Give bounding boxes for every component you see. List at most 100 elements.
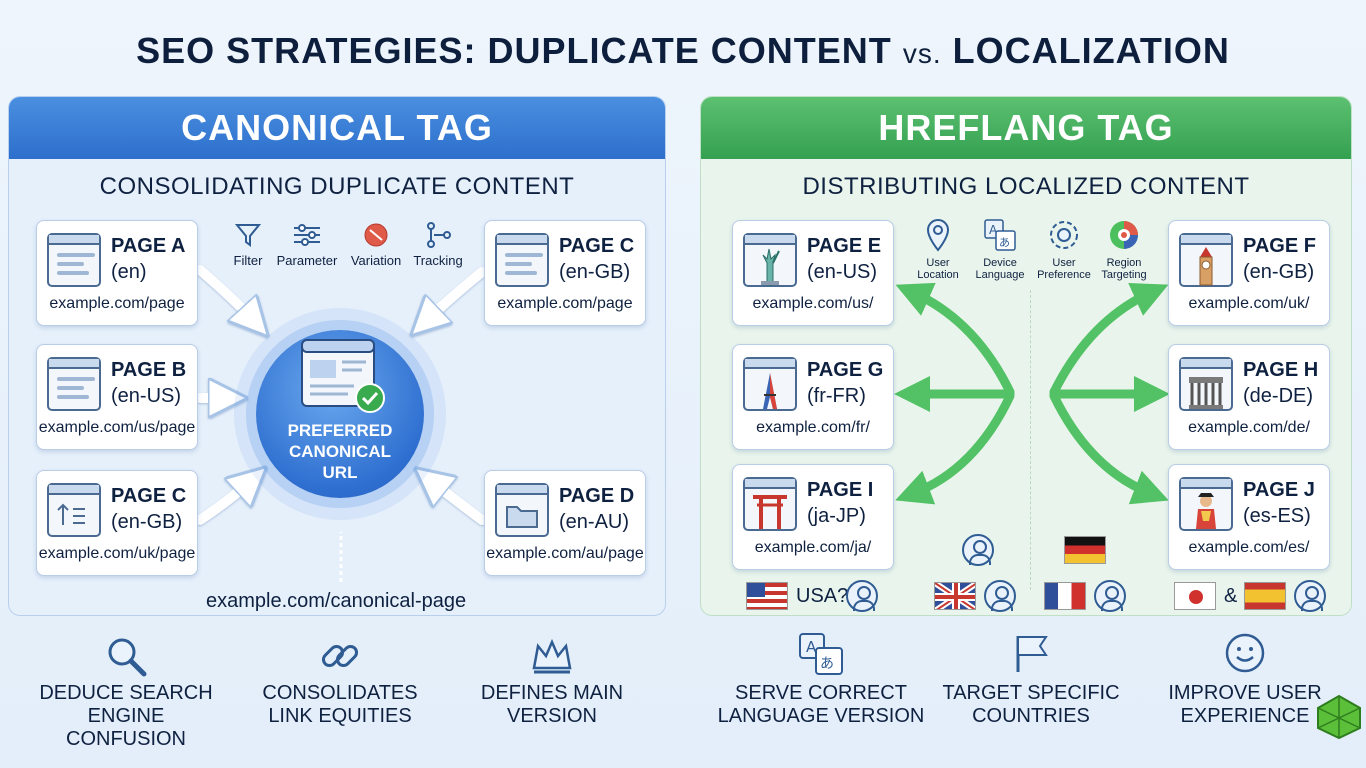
tracking-icon [427, 222, 451, 248]
card-page-e[interactable]: PAGE E (en-US) example.com/us/ [732, 220, 894, 326]
brandenburg-gate-icon [1179, 357, 1233, 411]
arrow-to-page-i [895, 391, 1015, 505]
page-lang: (en-US) [111, 385, 182, 407]
link-icon [318, 634, 362, 683]
card-page-d[interactable]: PAGE D (en-AU) example.com/au/page [484, 470, 646, 576]
sliders-icon [294, 224, 320, 246]
user-avatar-icon [846, 580, 878, 612]
benefit-line: EXPERIENCE [1180, 705, 1310, 727]
page-name: PAGE I [807, 479, 874, 501]
flag-germany-icon [1064, 536, 1106, 564]
page-lang: (en-GB) [559, 261, 631, 283]
hub-line: URL [322, 463, 358, 482]
page-lang: (fr-FR) [807, 385, 866, 407]
torii-gate-icon [743, 477, 797, 531]
page-lang: (en-AU) [559, 511, 630, 533]
flag-france-icon [1044, 582, 1086, 610]
signal-user-preference: User Preference [1032, 218, 1096, 281]
page-url: example.com/au/page [486, 545, 644, 562]
center-divider [1030, 290, 1031, 590]
page-name: PAGE G [807, 359, 884, 381]
benefit-line: COUNTRIES [972, 705, 1090, 727]
usa-question: USA? [796, 585, 849, 607]
page-url: example.com/uk/page [38, 545, 196, 562]
location-pin-icon [926, 219, 950, 252]
page-lang: (de-DE) [1243, 385, 1314, 407]
user-avatar-icon [1094, 580, 1126, 612]
page-url: example.com/fr/ [756, 419, 870, 436]
param-label: Tracking [413, 253, 463, 268]
eiffel-tower-icon [743, 357, 797, 411]
flag-usa-icon [746, 582, 788, 610]
hreflang-header: HREFLANG TAG [701, 97, 1351, 159]
page-name: PAGE C [559, 235, 635, 257]
page-lang: (en-US) [807, 261, 878, 283]
card-page-f[interactable]: PAGE F (en-GB) example.com/uk/ [1168, 220, 1330, 326]
card-page-b[interactable]: PAGE B (en-US) example.com/us/page [36, 344, 198, 450]
card-page-i[interactable]: PAGE I (ja-JP) example.com/ja/ [732, 464, 894, 570]
title-part2: LOCALIZATION [952, 30, 1230, 71]
arrow-page-d [430, 480, 487, 525]
benefit-improve-experience: IMPROVE USER EXPERIENCE [1160, 682, 1330, 728]
canonical-arrows [195, 265, 487, 582]
card-page-j[interactable]: PAGE J (es-ES) example.com/es/ [1168, 464, 1330, 570]
canonical-page-icon [301, 339, 385, 413]
benefit-deduce-confusion: DEDUCE SEARCH ENGINE CONFUSION [26, 682, 226, 751]
signal-label: Device [983, 257, 1017, 269]
big-ben-icon [1179, 233, 1233, 287]
statue-of-liberty-icon [743, 233, 797, 287]
page-title: SEO STRATEGIES: DUPLICATE CONTENT vs. LO… [0, 30, 1366, 72]
signal-label: User [1052, 257, 1076, 269]
signal-region-targeting: Region Targeting [1096, 218, 1152, 281]
card-page-c-left[interactable]: PAGE C (en-GB) example.com/uk/page [36, 470, 198, 576]
canonical-subtitle: CONSOLIDATING DUPLICATE CONTENT [99, 173, 575, 200]
translate-icon: Aあ [984, 219, 1016, 251]
variation-icon [364, 223, 388, 247]
arrow-page-c-right [425, 267, 487, 322]
webpage-icon [47, 233, 101, 287]
smiley-icon [1224, 632, 1266, 679]
card-page-c-right[interactable]: PAGE C (en-GB) example.com/page [484, 220, 646, 326]
card-page-a[interactable]: PAGE A (en) example.com/page [36, 220, 198, 326]
ampersand: & [1224, 585, 1238, 607]
benefit-target-countries: TARGET SPECIFIC COUNTRIES [940, 682, 1122, 728]
arrow-to-page-j [1049, 391, 1169, 505]
param-tracking: Tracking [408, 222, 468, 268]
benefit-defines-main: DEFINES MAIN VERSION [462, 682, 642, 728]
page-name: PAGE H [1243, 359, 1319, 381]
page-url: example.com/de/ [1188, 419, 1310, 436]
benefit-line: SERVE CORRECT [735, 682, 907, 704]
preferred-canonical-hub: PREFERRED CANONICAL URL [256, 330, 424, 498]
hub-line: PREFERRED [287, 421, 393, 440]
sort-list-icon [47, 483, 101, 537]
page-url: example.com/ja/ [754, 539, 872, 556]
signal-label: Language [975, 269, 1025, 281]
param-label: Variation [350, 253, 402, 268]
page-name: PAGE A [111, 235, 186, 257]
signal-label: Location [917, 269, 959, 281]
card-page-h[interactable]: PAGE H (de-DE) example.com/de/ [1168, 344, 1330, 450]
signal-label: Targeting [1101, 269, 1147, 281]
user-avatar-icon [984, 580, 1016, 612]
page-name: PAGE D [559, 485, 635, 507]
benefit-line: IMPROVE USER [1168, 682, 1322, 704]
page-url: example.com/uk/ [1188, 295, 1310, 312]
canonical-header: CANONICAL TAG [9, 97, 665, 159]
benefit-line: ENGINE CONFUSION [66, 705, 186, 750]
card-page-g[interactable]: PAGE G (fr-FR) example.com/fr/ [732, 344, 894, 450]
title-vs: vs. [902, 38, 942, 69]
matador-icon [1179, 477, 1233, 531]
canonical-url[interactable]: example.com/canonical-page [206, 590, 467, 612]
crown-icon [530, 636, 574, 681]
brand-logo-icon [1316, 694, 1362, 740]
benefit-line: DEDUCE SEARCH [39, 682, 213, 704]
benefit-line: TARGET SPECIFIC [942, 682, 1120, 704]
page-lang: (en) [111, 261, 147, 283]
arrow-page-a [195, 265, 255, 322]
arrow-to-page-f [1049, 283, 1169, 397]
svg-text:A: A [806, 638, 817, 656]
magnifier-icon [104, 634, 148, 683]
hub-line: CANONICAL [289, 442, 391, 461]
signal-user-location: User Location [910, 218, 966, 281]
